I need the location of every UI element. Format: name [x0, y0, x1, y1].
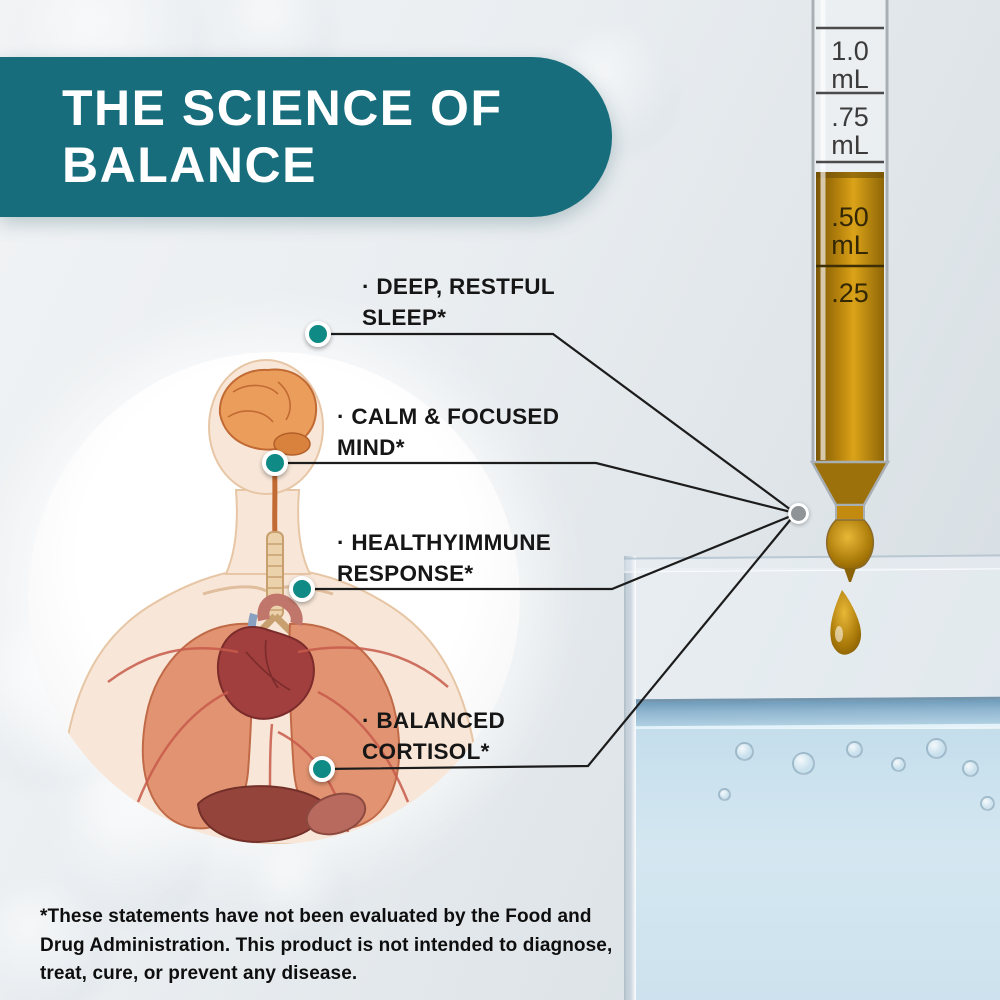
- dropper-tip-point: [844, 568, 856, 582]
- water-bubble: [962, 760, 979, 777]
- water-bubble: [792, 752, 815, 775]
- anatomy-illustration: [28, 352, 520, 844]
- drop-highlight: [835, 626, 843, 642]
- benefit-marker-dot-cortisol: [309, 756, 335, 782]
- brain: [218, 368, 318, 539]
- convergence-dot: [788, 503, 809, 524]
- benefit-callout-sleep: · DEEP, RESTFUL SLEEP*: [362, 274, 555, 330]
- scale-mark-3-unit: mL: [831, 230, 869, 260]
- scale-mark-2-unit: mL: [831, 130, 869, 160]
- background-bubble: [0, 885, 110, 1000]
- liquid-meniscus: [816, 172, 884, 178]
- dropper-neck: [835, 504, 865, 521]
- benefit-callout-mind: · CALM & FOCUSED MIND*: [337, 404, 560, 460]
- stomach: [305, 792, 367, 836]
- dropper-bulb-tip: [826, 519, 874, 570]
- water-bubble: [891, 757, 906, 772]
- water-bubble: [926, 738, 947, 759]
- scale-mark-1-unit: mL: [831, 64, 869, 94]
- water-bubble: [735, 742, 754, 761]
- scale-mark-2-value: .75: [831, 102, 869, 132]
- graduation-lines: [816, 26, 884, 268]
- benefit-marker-dot-sleep: [305, 321, 331, 347]
- water-bubble: [980, 796, 995, 811]
- fda-disclaimer-text: *These statements have not been evaluate…: [40, 906, 613, 984]
- dropper-taper: [809, 460, 891, 507]
- page-title-line1: THE SCIENCE OF: [62, 80, 503, 136]
- water-body: [634, 729, 1000, 1000]
- scale-mark-3-value: .50: [831, 202, 869, 232]
- scale-mark-1-value: 1.0: [831, 36, 869, 66]
- water-bubble: [846, 741, 863, 758]
- benefit-callout-cortisol: · BALANCED CORTISOL*: [362, 708, 505, 764]
- benefit-callout-immune: · HEALTHYIMMUNE RESPONSE*: [337, 530, 552, 586]
- amber-liquid: [816, 172, 884, 462]
- title-banner: THE SCIENCE OF BALANCE: [0, 57, 612, 217]
- scale-mark-4-value: .25: [831, 278, 869, 308]
- page-title-line2: BALANCE: [62, 137, 317, 193]
- falling-drop: [830, 590, 862, 655]
- benefit-marker-dot-immune: [289, 576, 315, 602]
- benefit-marker-dot-mind: [262, 450, 288, 476]
- dropper-pipette: 1.0 mL .75 mL .50 mL .25: [809, 0, 891, 655]
- glass-left-wall: [624, 556, 636, 1000]
- aorta: [257, 593, 303, 626]
- water-bubble: [718, 788, 731, 801]
- background-bubble: [250, 845, 350, 945]
